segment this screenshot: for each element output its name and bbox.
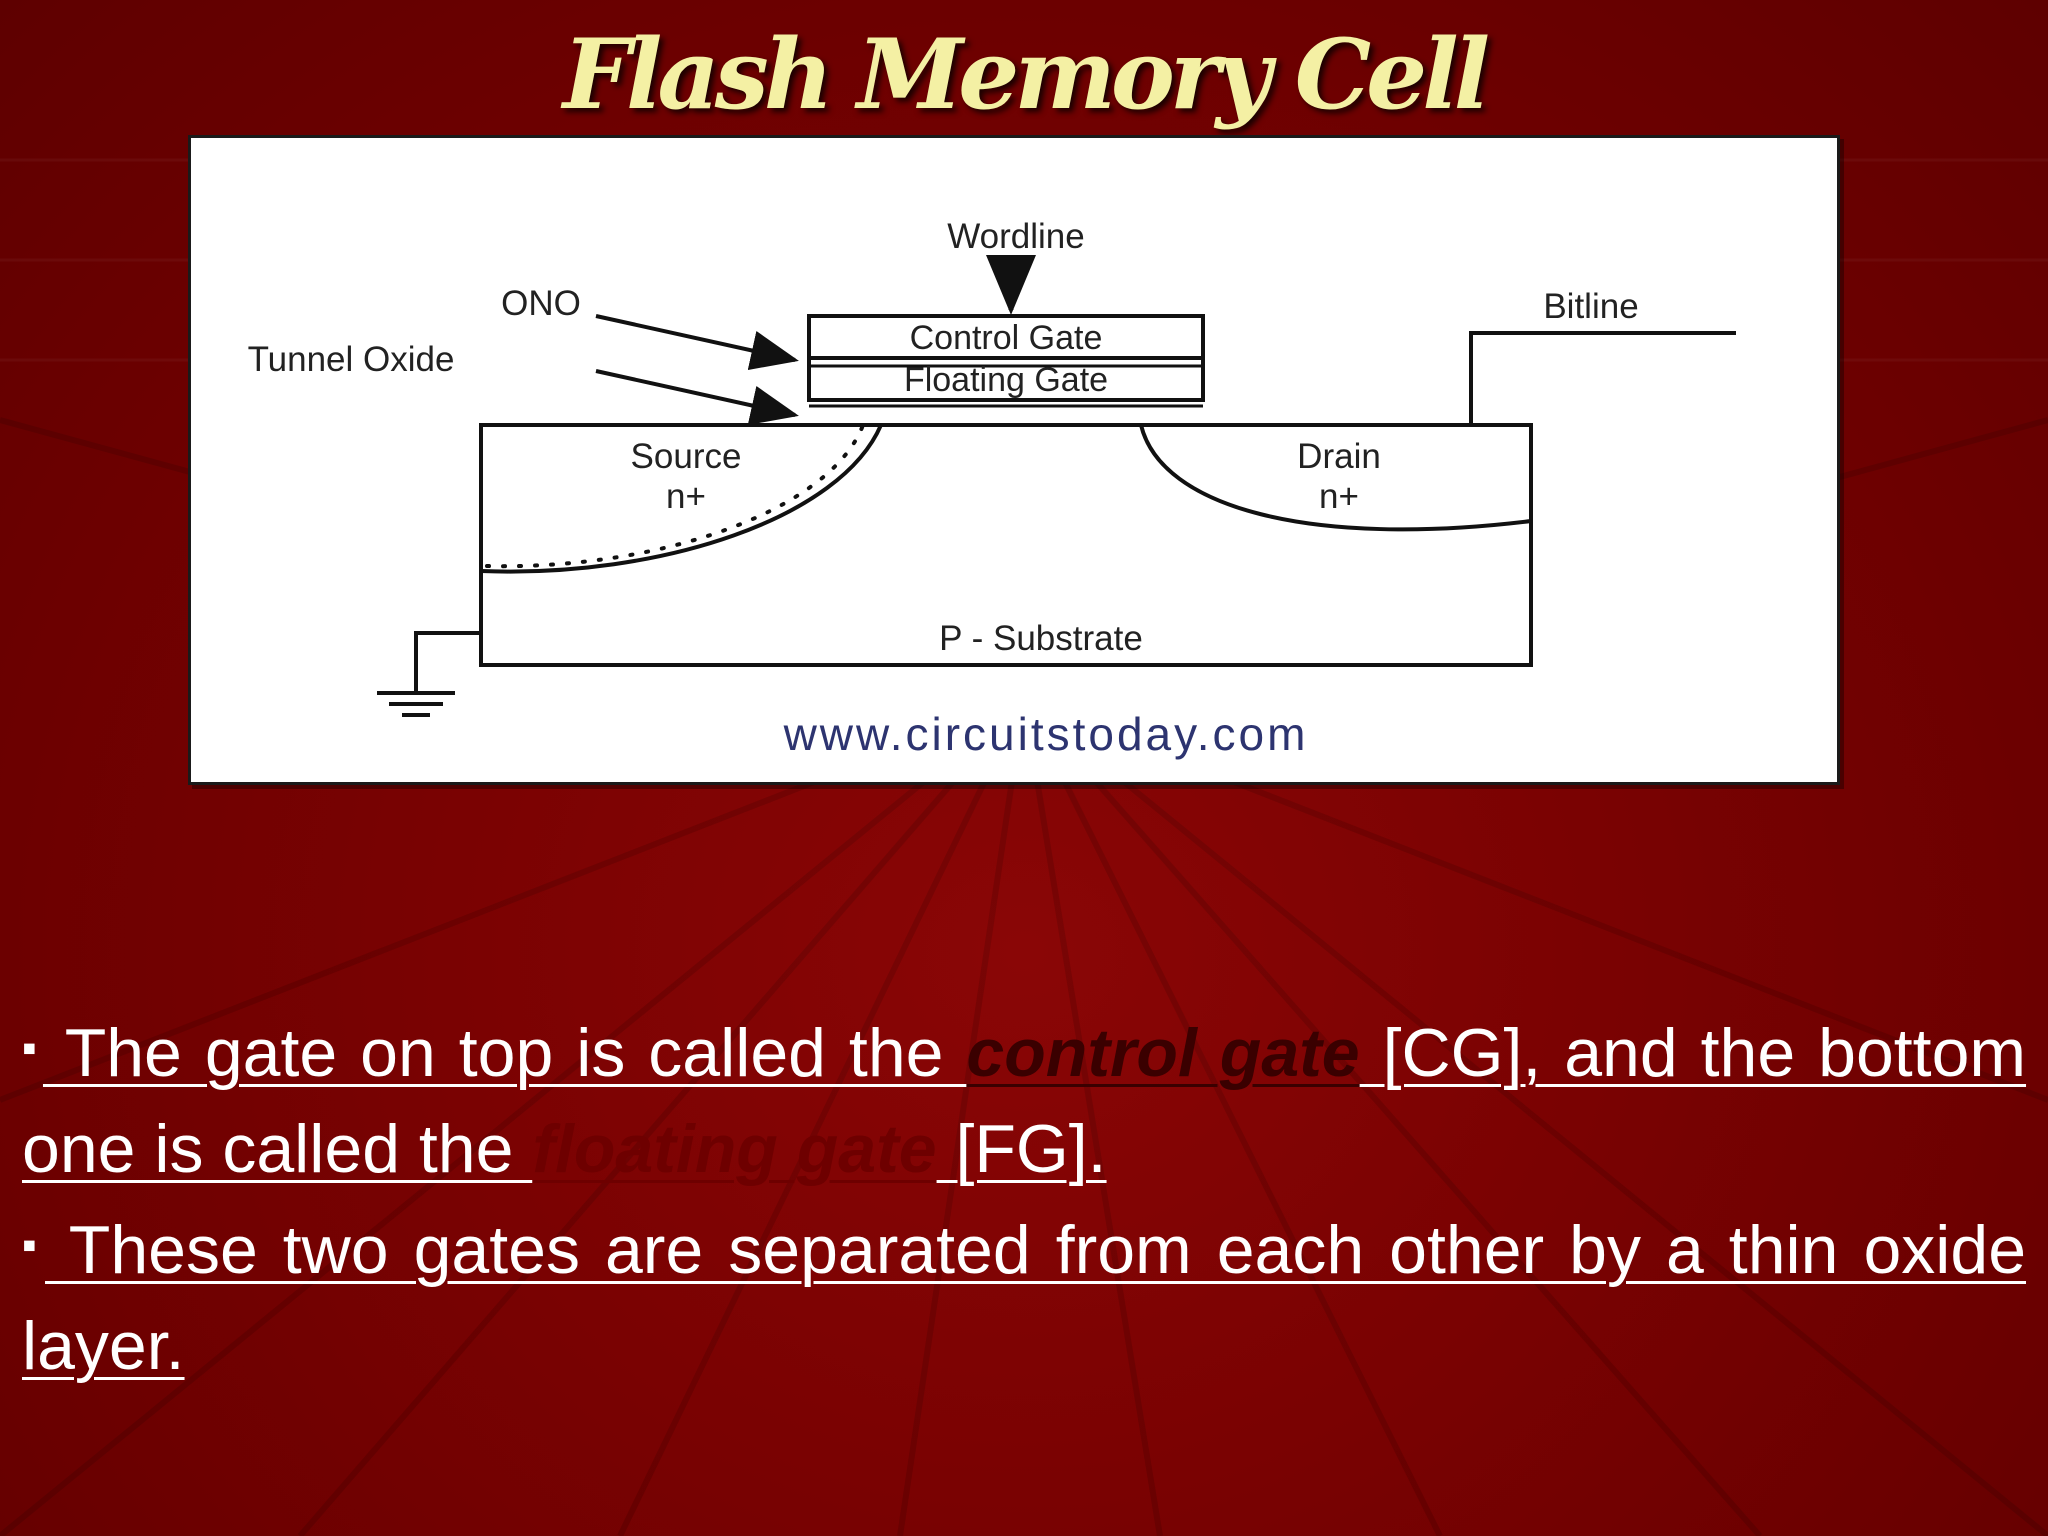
bullet-text: [FG]. (936, 1111, 1107, 1187)
bullet-oxide-layer: ▪ These two gates are separated from eac… (22, 1197, 2026, 1394)
bitline-wire (1469, 331, 1736, 425)
drain-region (1139, 424, 1532, 532)
floating-gate-term: floating gate (532, 1111, 937, 1187)
ono-arrow (595, 314, 799, 371)
control-gate-label: Control Gate (910, 319, 1103, 357)
tunnel-oxide-arrow (595, 369, 799, 426)
tunnel-oxide-label: Tunnel Oxide (248, 340, 455, 379)
wordline-label: Wordline (947, 217, 1084, 256)
ground-wire (414, 631, 481, 691)
floating-gate-label: Floating Gate (904, 361, 1108, 399)
bullet-marker-icon: ▪ (22, 1024, 41, 1071)
ono-label: ONO (501, 284, 581, 323)
drain-label: Drain (1297, 437, 1381, 476)
source-region (480, 424, 883, 574)
bitline-label: Bitline (1543, 287, 1638, 326)
bullet-text: The gate on top is called the (42, 1015, 967, 1091)
flash-cell-diagram: Wordline ONO Tunnel Oxide Bitline Contro… (188, 135, 1840, 785)
ground-icon (377, 691, 455, 717)
bullet-control-floating-gate: ▪ The gate on top is called the control … (22, 1000, 2026, 1197)
substrate-body (479, 423, 1533, 667)
source-doping-label: n+ (666, 477, 706, 516)
bullet-text: [CG], and the bottom one is called the (22, 1015, 2027, 1187)
control-gate-term: control gate (966, 1015, 1360, 1091)
bullet-list: ▪ The gate on top is called the control … (22, 1000, 2026, 1394)
bullet-marker-icon: ▪ (22, 1221, 44, 1268)
source-label: Source (631, 437, 742, 476)
bullet-text: These two gates are separated from each … (22, 1212, 2027, 1384)
drain-doping-label: n+ (1319, 477, 1359, 516)
substrate-label: P - Substrate (939, 619, 1143, 658)
source-watermark: www.circuitstoday.com (783, 708, 1309, 760)
slide-title: Flash Memory Cell (562, 18, 1490, 131)
